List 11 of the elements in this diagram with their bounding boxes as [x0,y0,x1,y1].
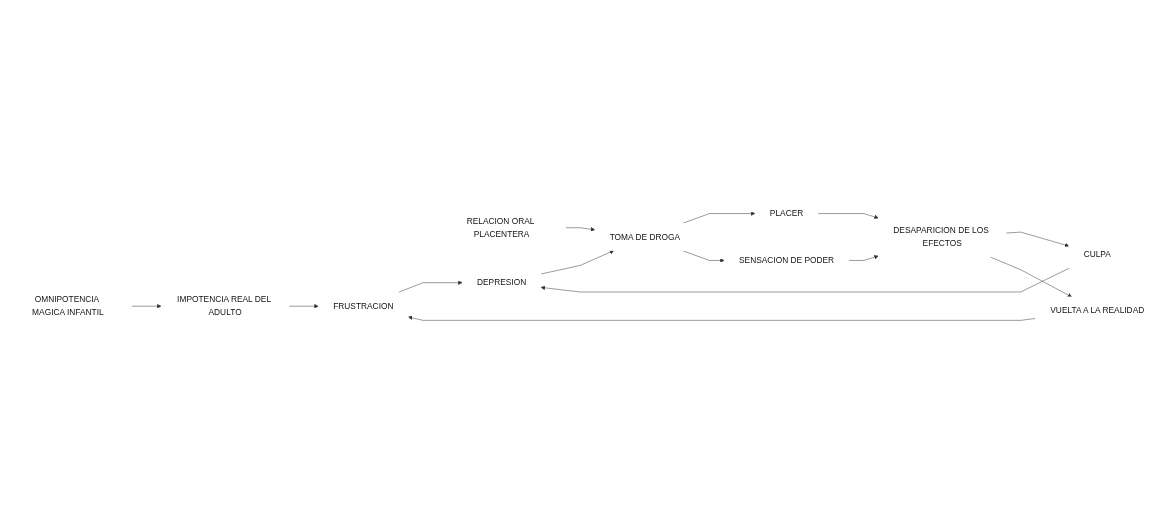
node-text: RELACION ORAL PLACENTERA [466,216,535,239]
node-text: OMNIPOTENCIA MAGICA INFANTIL [32,294,104,317]
node-text: FRUSTRACION [333,300,394,311]
node-text: DESAPARICION DE LOS EFECTOS [893,225,989,248]
node-text: TOMA DE DROGA [609,231,681,242]
node-text: PLACER [769,208,804,218]
node-text: VUELTA A LA REALIDAD [1050,305,1145,315]
node-text: SENSACION DE PODER [739,255,835,265]
node-text: IMPOTENCIA REAL DEL ADULTO [177,294,271,317]
node-text: DEPRESION [476,277,527,287]
node-text: CULPA [1083,249,1111,259]
